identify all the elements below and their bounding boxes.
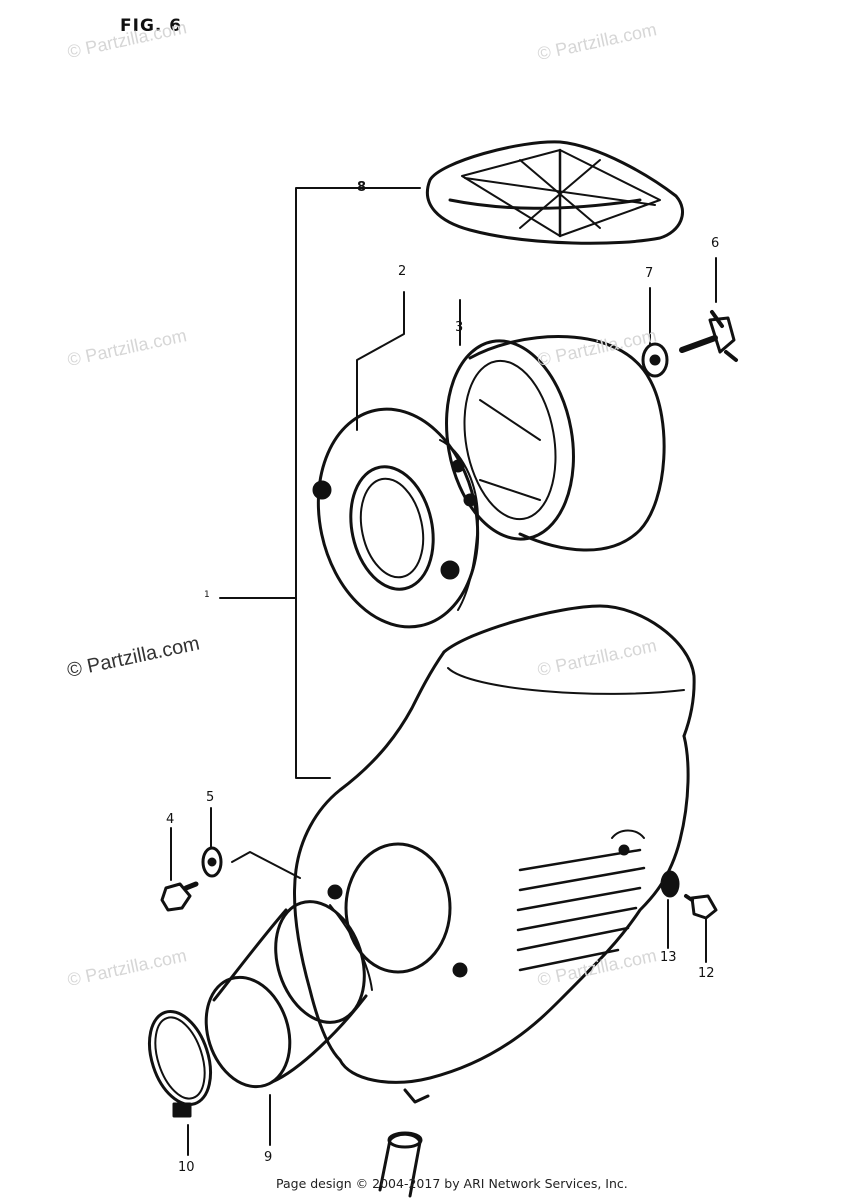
inlet-hose-part (204, 900, 373, 1089)
filter-element-part (445, 335, 666, 552)
callout-7: 7 (645, 266, 654, 281)
screw-part (684, 894, 718, 920)
callout-10: 10 (178, 1160, 195, 1175)
callout-13: 13 (660, 950, 677, 965)
filter-cap-part (312, 407, 480, 629)
leader-lines (170, 187, 717, 1156)
grommet-part (660, 870, 680, 898)
drain-tube-part (378, 1131, 423, 1198)
air-box-housing (293, 604, 696, 1104)
callout-1: 1 (204, 590, 210, 600)
callout-4: 4 (166, 812, 175, 827)
washer-part (641, 342, 669, 378)
figure-label: FIG. 6 (120, 16, 183, 36)
wing-bolt-part (679, 310, 738, 362)
hose-clamp-part (148, 1010, 212, 1118)
small-washer-part (201, 846, 223, 878)
callout-8: 8 (357, 180, 367, 195)
callout-3: 3 (455, 320, 464, 335)
callout-6: 6 (711, 236, 720, 251)
callout-9: 9 (264, 1150, 273, 1165)
callout-12: 12 (698, 966, 715, 981)
filter-cover-part (425, 140, 685, 245)
bolt-part (160, 881, 199, 912)
copyright-footer: Page design © 2004-2017 by ARI Network S… (276, 1176, 628, 1191)
callout-2: 2 (398, 264, 407, 279)
callout-5: 5 (206, 790, 215, 805)
